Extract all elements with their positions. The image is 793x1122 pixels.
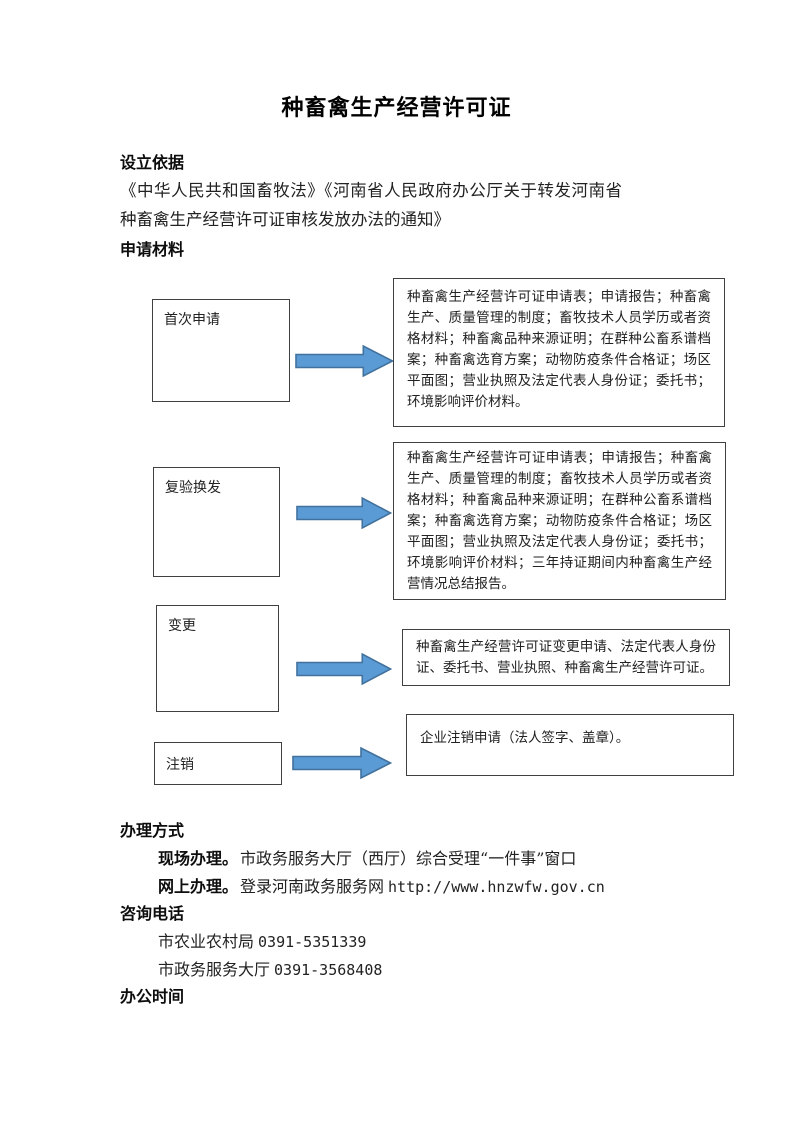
right-arrow-icon [292, 746, 392, 780]
page-title: 种畜禽生产经营许可证 [281, 95, 512, 121]
process-line-onsite: 现场办理。市政务服务大厅（西厅）综合受理“一件事”窗口 [158, 845, 576, 869]
section-heading-materials: 申请材料 [120, 240, 185, 259]
flow-box-label: 注销 [166, 757, 194, 773]
online-text: 登录河南政务服务网 [240, 877, 385, 896]
flow-box-cancellation: 注销 [154, 742, 282, 785]
contact-name: 市政务服务大厅 [158, 960, 271, 979]
right-arrow-icon [296, 652, 392, 686]
section-heading-contact: 咨询电话 [120, 904, 185, 923]
materials-text: 种畜禽生产经营许可证申请表；申请报告；种畜禽生产、质量管理的制度；畜牧技术人员学… [407, 450, 712, 592]
materials-box-first-application: 种畜禽生产经营许可证申请表；申请报告；种畜禽生产、质量管理的制度；畜牧技术人员学… [393, 278, 725, 427]
right-arrow-icon [296, 496, 392, 530]
materials-box-renewal: 种畜禽生产经营许可证申请表；申请报告；种畜禽生产、质量管理的制度；畜牧技术人员学… [393, 442, 726, 600]
materials-text: 种畜禽生产经营许可证申请表；申请报告；种畜禽生产、质量管理的制度；畜牧技术人员学… [407, 289, 711, 410]
materials-text: 企业注销申请（法人签字、盖章）。 [420, 730, 630, 746]
materials-box-change: 种畜禽生产经营许可证变更申请、法定代表人身份证、委托书、营业执照、种畜禽生产经营… [402, 629, 730, 686]
flow-box-label: 复验换发 [165, 480, 221, 496]
materials-text: 种畜禽生产经营许可证变更申请、法定代表人身份证、委托书、营业执照、种畜禽生产经营… [416, 639, 716, 676]
onsite-label: 现场办理。 [158, 849, 239, 868]
section-heading-process: 办理方式 [120, 821, 185, 840]
onsite-text: 市政务服务大厅（西厅）综合受理“一件事”窗口 [240, 849, 577, 868]
basis-text: 《中华人民共和国畜牧法》《河南省人民政府办公厅关于转发河南省种畜禽生产经营许可证… [120, 181, 622, 229]
section-heading-basis: 设立依据 [120, 153, 185, 172]
flow-box-label: 首次申请 [164, 312, 220, 328]
right-arrow-icon [295, 344, 394, 378]
contact-name: 市农业农村局 [158, 932, 255, 951]
contact-phone-number: 0391-3568408 [274, 961, 383, 979]
section-heading-hours: 办公时间 [120, 987, 185, 1006]
flow-box-first-application: 首次申请 [152, 299, 290, 402]
materials-box-cancellation: 企业注销申请（法人签字、盖章）。 [406, 714, 734, 776]
flow-box-change: 变更 [156, 605, 279, 712]
online-label: 网上办理。 [158, 877, 239, 896]
service-website-url: http://www.hnzwfw.gov.cn [388, 878, 605, 896]
flow-box-label: 变更 [168, 618, 196, 634]
flow-box-renewal: 复验换发 [153, 467, 280, 577]
contact-phone-number: 0391-5351339 [258, 933, 367, 951]
